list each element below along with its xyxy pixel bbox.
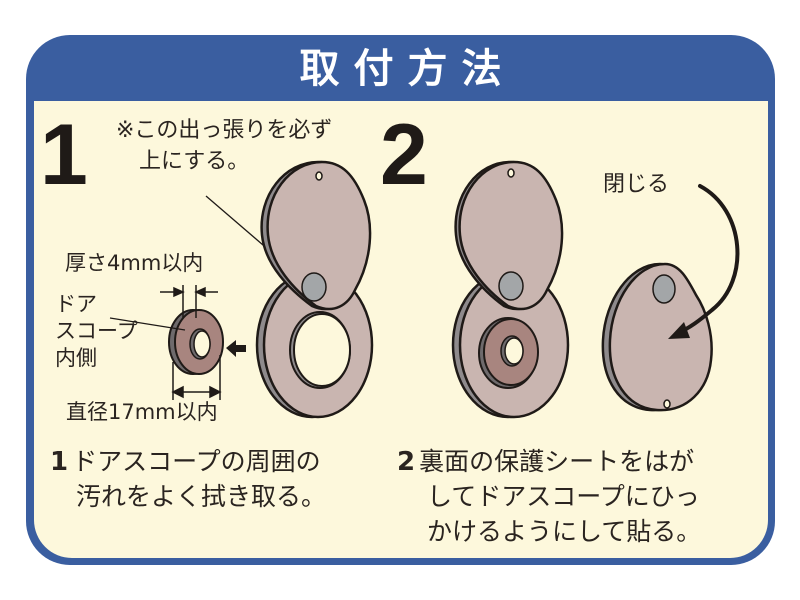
thickness-label: 厚さ4mm以内 (65, 251, 204, 275)
step-2-number: 2 (380, 107, 428, 203)
step-1-note-line2: 上にする。 (139, 149, 250, 174)
door-viewer-installed-icon (451, 160, 570, 419)
step-2-instruction-line1: 裏面の保護シートをはが (419, 447, 695, 476)
diameter-label: 直径17mm以内 (66, 400, 218, 424)
diameter-dimension-icon (171, 355, 222, 400)
step-1-number: 1 (40, 107, 88, 203)
step-1-instruction-line1: ドアスコープの周囲の (72, 447, 321, 476)
door-viewer-closed-icon (601, 262, 713, 412)
scope-label-line1: ドア (55, 292, 97, 316)
step-2-instruction-line3: かけるようにして貼る。 (427, 517, 702, 546)
thickness-dimension-icon (160, 285, 218, 318)
step-2-instruction-number: 2 (397, 447, 416, 477)
step-1-note-line1: ※この出っ張りを必ず (116, 118, 333, 143)
scope-label-line2: スコープ (55, 319, 138, 343)
close-arrow-icon (668, 184, 740, 339)
card-title: 取付方法 (299, 46, 516, 92)
door-scope-ring-icon (168, 309, 224, 375)
door-viewer-cover-open-icon (255, 160, 374, 419)
step-1-instruction-line2: 汚れをよく拭き取る。 (76, 482, 327, 511)
step-2-instruction-line2: してドアスコープにひっ (427, 482, 700, 511)
close-label: 閉じる (603, 172, 670, 197)
push-arrow-icon (226, 340, 246, 357)
step-1-instruction-number: 1 (50, 447, 69, 477)
scope-label-line3: 内側 (55, 346, 97, 370)
